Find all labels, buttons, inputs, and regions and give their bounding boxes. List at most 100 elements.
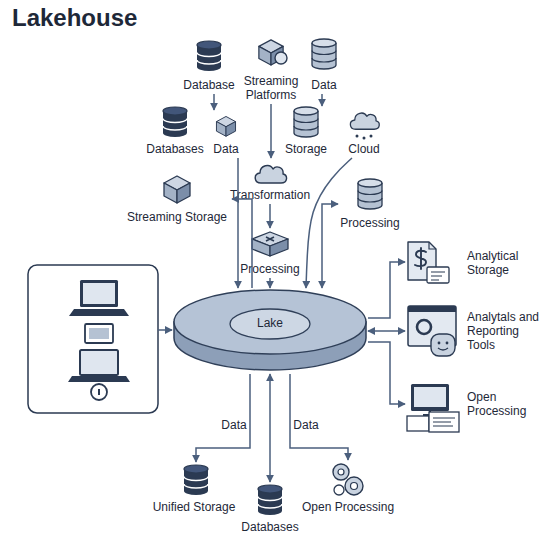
laptop-base <box>69 309 129 316</box>
gear-hub <box>351 483 358 490</box>
diagram-title: Lakehouse <box>12 3 137 33</box>
monitor-display <box>89 328 109 339</box>
node-label: Streaming Storage <box>122 210 232 224</box>
document-lines <box>433 418 455 426</box>
gear-symbol <box>334 485 344 495</box>
database-icon <box>258 485 282 515</box>
face-symbol <box>431 334 455 356</box>
laptop-display <box>83 283 115 304</box>
laptop-screen <box>80 350 118 375</box>
cloud-icon <box>350 113 379 129</box>
cloud-dot <box>370 135 373 138</box>
analytical-storage-icon <box>408 242 449 283</box>
icon-node: Unified Storage <box>148 462 240 518</box>
edge-label: Data <box>293 418 318 432</box>
monitor-symbol <box>411 384 449 411</box>
gear-hub <box>338 469 344 475</box>
node-label: Databases <box>240 520 300 534</box>
document-symbol <box>407 416 429 431</box>
node-label: Analytals and Reporting Tools <box>467 310 547 352</box>
connector-arrow <box>322 204 338 288</box>
laptop-screen <box>80 280 118 307</box>
icon-node: Databases <box>145 106 205 158</box>
laptop-base <box>68 376 130 382</box>
connector-arrow <box>270 104 272 158</box>
node-label: Unified Storage <box>148 500 240 514</box>
streaming-dial <box>275 52 287 64</box>
connector-arrow <box>368 342 405 404</box>
monitor-symbol <box>85 324 113 343</box>
connector-arrow <box>368 262 405 318</box>
icon-node: Storage <box>282 106 330 158</box>
client-arrow <box>158 329 172 331</box>
transformation-icon <box>255 166 286 183</box>
icon-node: Processing <box>237 228 303 278</box>
icon-node: Streaming Storage <box>122 172 232 226</box>
gear-symbol <box>333 464 349 480</box>
connector-group <box>196 94 405 482</box>
cloud-dot <box>363 137 366 140</box>
lock-symbol <box>91 384 107 400</box>
icon-node: Data <box>304 36 344 94</box>
reporting-tools-icon <box>408 306 456 356</box>
open-processing-icon <box>407 384 459 432</box>
document-symbol <box>429 412 459 432</box>
node-label: Data <box>304 78 344 92</box>
unified-storage-icon <box>184 465 208 495</box>
node-label: Processing <box>237 262 303 276</box>
node-label: Cloud <box>340 142 388 156</box>
icon-node: Processing <box>338 176 402 232</box>
database-icon <box>163 107 187 137</box>
connector-arrow <box>269 374 271 482</box>
data-icon <box>312 39 336 69</box>
card-symbol <box>427 267 449 283</box>
edge-label: Data <box>221 418 246 432</box>
node-label: Open Processing <box>302 500 394 514</box>
card-lines <box>431 272 445 280</box>
face-eye <box>438 342 441 345</box>
processing-icon <box>358 179 382 209</box>
database-icon <box>197 41 221 71</box>
icon-node: Database <box>180 38 238 94</box>
cloud-dot <box>356 135 359 138</box>
node-label: Transformation <box>225 188 315 202</box>
connector-arrow <box>237 158 239 288</box>
document-fold <box>429 242 436 249</box>
icon-node: Transformation <box>225 158 315 204</box>
lock-keyhole <box>98 389 100 395</box>
node-label: Data <box>206 142 246 156</box>
open-processing-icon <box>333 464 363 495</box>
lake-shape <box>172 288 368 374</box>
node-label: Database <box>180 78 238 92</box>
face-eye <box>446 342 449 345</box>
streaming-storage-icon <box>164 176 190 203</box>
icon-node: Cloud <box>340 106 388 158</box>
icon-node: Analytical Storage <box>405 240 550 286</box>
monitor-bar <box>408 306 456 312</box>
connector-arrow <box>321 94 323 106</box>
icon-node: Open Processing <box>302 460 394 518</box>
connector-arrow <box>269 204 271 228</box>
connector-arrow <box>368 330 405 332</box>
face-smile <box>438 348 448 350</box>
icon-node: Open Processing <box>405 380 550 432</box>
processing-box-icon <box>252 232 288 256</box>
dollar-symbol <box>415 248 426 269</box>
connector-arrow <box>196 374 250 462</box>
node-label: Open Processing <box>467 390 537 418</box>
node-label: Analytical Storage <box>467 249 552 277</box>
icon-node: Analytals and Reporting Tools <box>405 302 555 360</box>
chart-ring <box>417 320 431 334</box>
icon-node: Databases <box>240 482 300 538</box>
node-label: Databases <box>145 142 205 156</box>
connector-arrow <box>213 94 215 110</box>
node-label: Storage <box>282 142 330 156</box>
data-icon <box>216 116 235 136</box>
icon-node: Data <box>206 110 246 158</box>
storage-icon <box>294 107 318 137</box>
connector-arrow <box>269 278 271 288</box>
lake-node: Lake <box>172 288 368 374</box>
icon-node: Streaming Platforms <box>240 36 302 104</box>
node-label: Streaming Platforms <box>240 74 302 102</box>
